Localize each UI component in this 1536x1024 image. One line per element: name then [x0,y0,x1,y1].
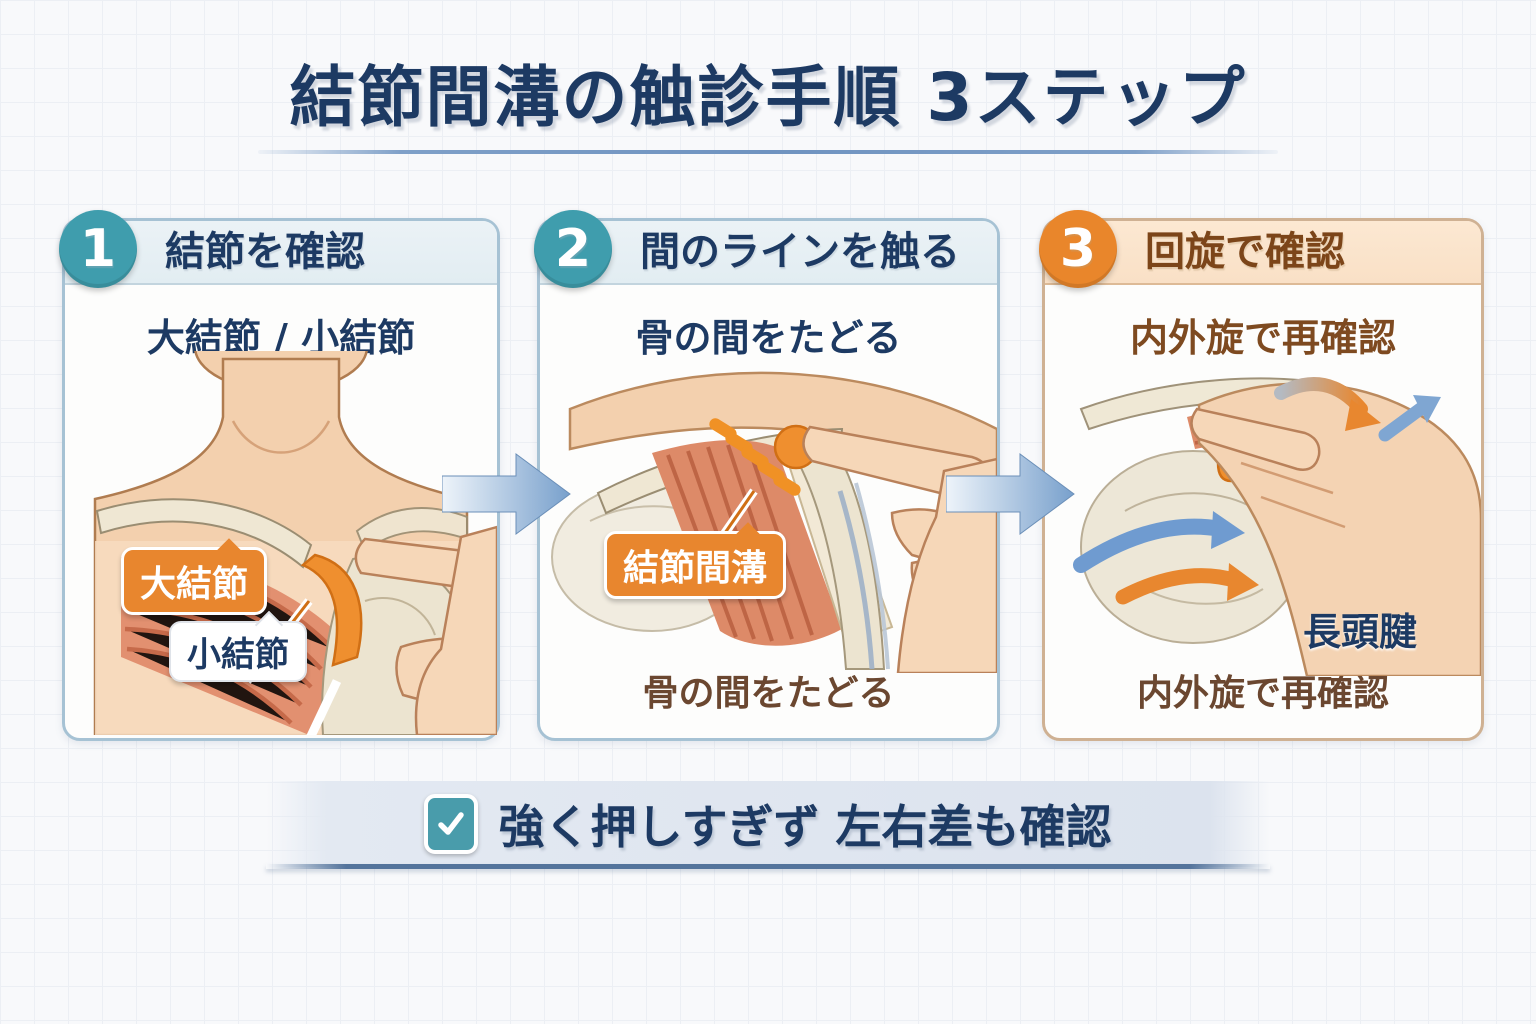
step-1-number-badge: 1 [59,210,137,288]
title-divider [258,150,1278,154]
step-2-number-badge: 2 [534,210,612,288]
rotation-check-illustration [1073,377,1481,676]
footer-underline [266,864,1270,869]
step-3-card: 3 回旋で確認 内外旋で再確認 [1039,210,1484,741]
step-1-header: 1 結節を確認 [59,210,497,288]
page-title: 結節間溝の触診手順 3ステップ [289,59,1247,136]
flow-arrow-icon [442,453,571,535]
step-2-caption: 骨の間をたどる [642,673,895,714]
step-3-header-label: 回旋で確認 [1145,229,1345,275]
step-2-header-label: 間のラインを触る [640,229,960,275]
footer-note-text: 強く押しすぎず 左右差も確認 [498,800,1112,854]
step-2-header: 2 間のラインを触る [534,210,997,288]
step-2-subtitle: 骨の間をたどる [635,316,902,360]
step-2-card: 2 間のラインを触る 骨の間をたどる [534,210,1000,741]
checkmark-icon [424,794,479,854]
lesser-tubercle-label: 小結節 [169,621,307,682]
step-1-header-label: 結節を確認 [165,229,365,275]
step-3-caption: 内外旋で再確認 [1136,673,1389,714]
step-3-header: 3 回旋で確認 [1039,210,1481,288]
step-3-subtitle: 内外旋で再確認 [1129,316,1396,360]
step-1-card: 1 結節を確認 大結節 / 小結節 [59,210,500,741]
step-3-number-badge: 3 [1039,210,1117,288]
greater-tubercle-label: 大結節 [121,547,268,615]
long-head-tendon-label: 長頭腱 [1303,610,1418,654]
footer-note-band: 強く押しすぎず 左右差も確認 [266,781,1270,869]
flow-arrow-icon [946,453,1075,535]
groove-palpation-illustration [551,371,997,673]
intertubercular-groove-label: 結節間溝 [604,531,787,599]
